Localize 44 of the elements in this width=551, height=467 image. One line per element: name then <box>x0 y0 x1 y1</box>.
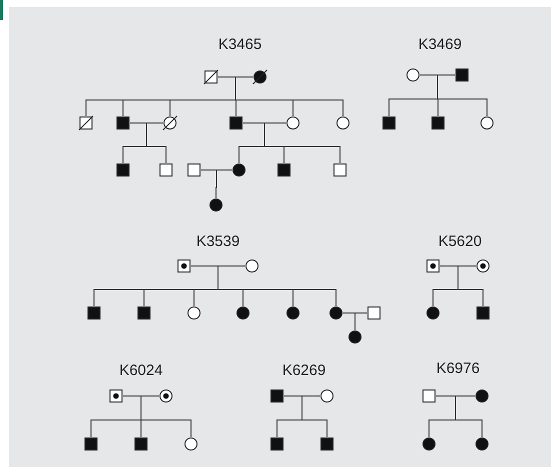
family-id: K5620 <box>438 234 482 249</box>
descent-line <box>242 122 340 164</box>
descent-line <box>200 170 217 198</box>
male-symbol <box>320 437 334 451</box>
male-symbol <box>87 306 101 320</box>
male-symbol <box>84 437 98 451</box>
family-id: K3539 <box>196 234 240 249</box>
male-symbol <box>204 70 218 84</box>
male-symbol <box>270 437 284 451</box>
descent-line <box>342 312 356 330</box>
male-symbol <box>137 306 151 320</box>
male-symbol <box>270 389 284 403</box>
male-symbol <box>382 116 396 130</box>
male-symbol <box>426 259 440 273</box>
female-symbol <box>253 70 267 84</box>
male-symbol <box>79 116 93 130</box>
descent-line <box>130 122 166 164</box>
male-symbol <box>367 306 381 320</box>
male-symbol <box>333 163 347 177</box>
descent-line <box>218 76 344 116</box>
male-symbol <box>277 163 291 177</box>
male-symbol <box>109 389 123 403</box>
male-symbol <box>455 68 469 82</box>
male-symbol <box>177 259 191 273</box>
family-id: K3465 <box>218 37 262 52</box>
descent-line <box>190 266 336 306</box>
male-symbol <box>187 163 201 177</box>
family-id: K6269 <box>282 363 326 378</box>
male-symbol <box>431 116 445 130</box>
male-symbol <box>422 389 436 403</box>
male-symbol <box>159 163 173 177</box>
descent-line <box>284 396 328 438</box>
male-symbol <box>229 116 243 130</box>
male-symbol <box>116 163 130 177</box>
male-symbol <box>134 437 148 451</box>
family-id: K3469 <box>418 37 462 52</box>
male-symbol <box>476 306 490 320</box>
descent-line <box>122 396 192 438</box>
descent-line <box>436 396 482 438</box>
male-symbol <box>116 116 130 130</box>
descent-line <box>440 266 484 306</box>
family-id: K6024 <box>119 363 163 378</box>
female-symbol <box>163 116 177 130</box>
family-id: K6976 <box>436 361 480 376</box>
